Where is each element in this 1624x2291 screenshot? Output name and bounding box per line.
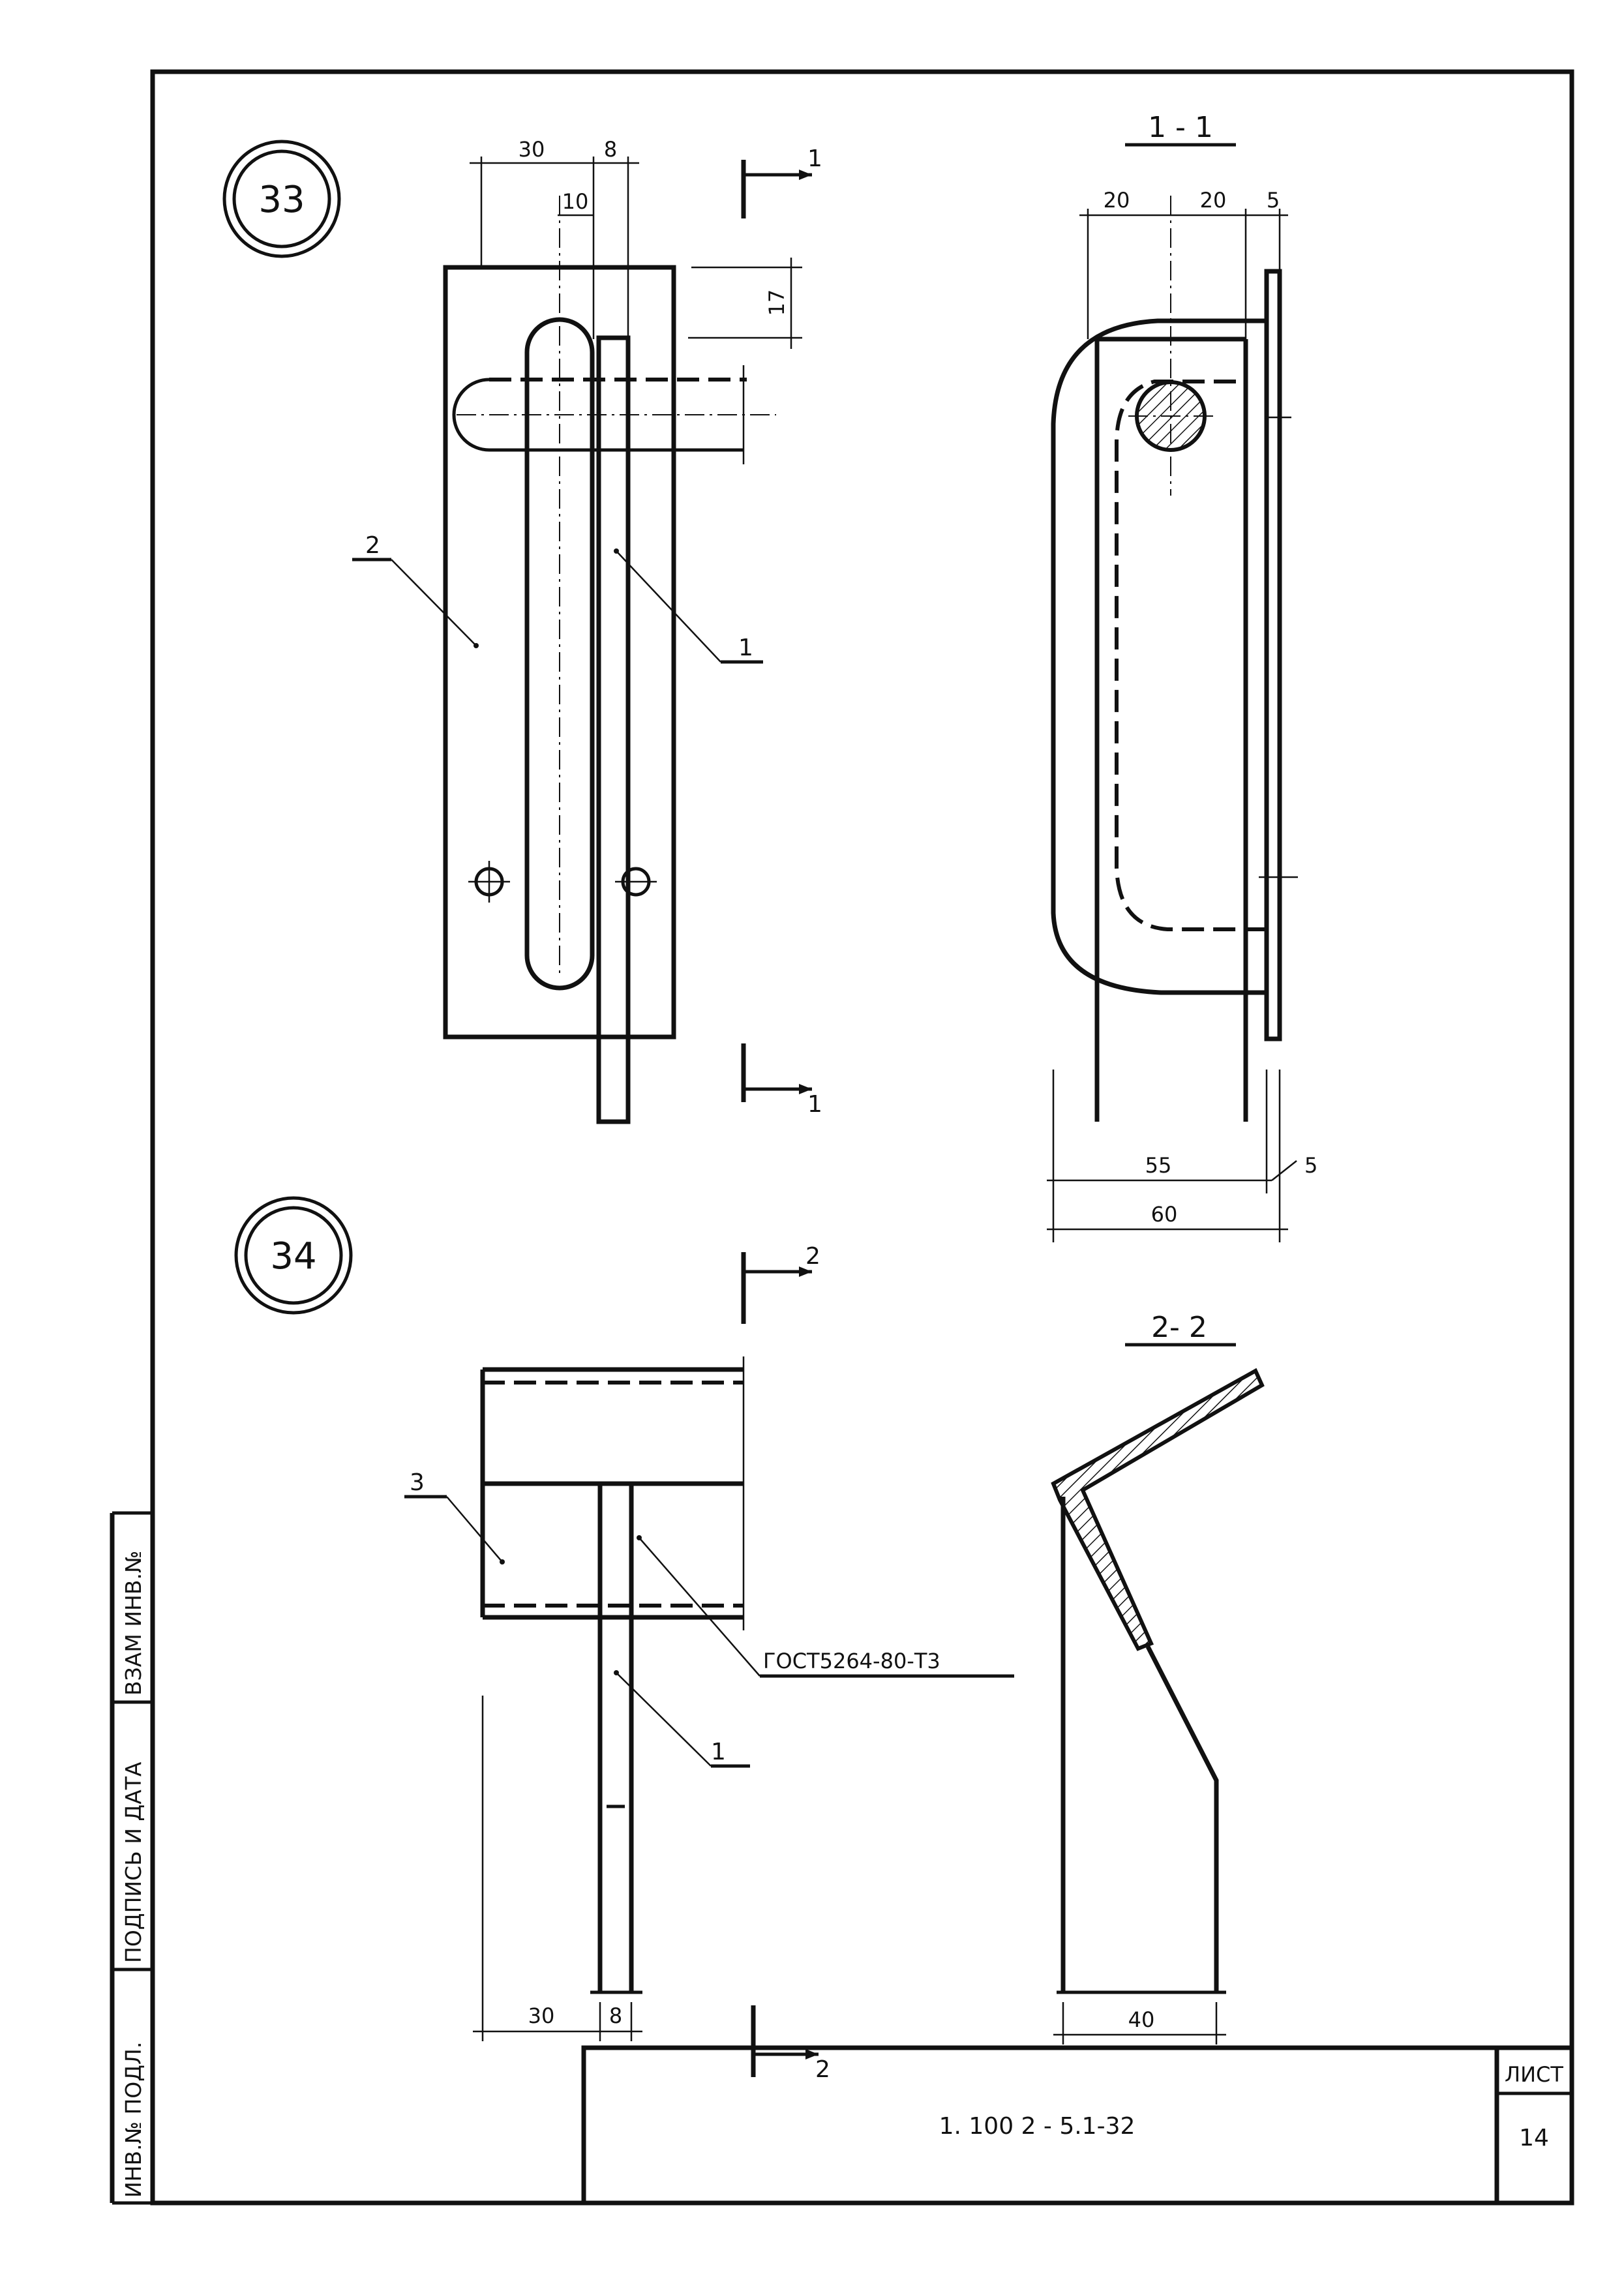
- svg-text:20: 20: [1104, 188, 1130, 213]
- section-2-2-title: 2- 2: [1151, 1311, 1207, 1344]
- detail-34-dimensions: 30 8: [473, 1696, 642, 2041]
- sheet-label: ЛИСТ: [1505, 2062, 1563, 2087]
- label-part-2: 2: [365, 532, 380, 559]
- bolt: [452, 365, 776, 464]
- section-mark-1-top: 1: [741, 145, 822, 218]
- detail-34: 34 3 1: [234, 1196, 1014, 2083]
- svg-text:1: 1: [807, 145, 822, 172]
- label-part-1-34: 1: [711, 1739, 726, 1765]
- detail-33-leaders: 2 1: [352, 532, 763, 664]
- drawing-frame: [110, 69, 1574, 2206]
- detail-33: 33 30 8: [222, 137, 822, 1124]
- svg-text:30: 30: [528, 2003, 555, 2028]
- side-stamp-vzam-inv: ВЗАМ ИНВ.№: [121, 1551, 146, 1696]
- mounting-holes: [468, 861, 657, 903]
- svg-text:30: 30: [519, 137, 545, 162]
- sheet-number: 14: [1519, 2125, 1549, 2151]
- svg-text:5: 5: [1304, 1153, 1317, 1178]
- svg-text:8: 8: [609, 2003, 622, 2028]
- section-1-1-title: 1 - 1: [1148, 111, 1213, 144]
- weld-callout: ГОСТ5264-80-Т3: [763, 1649, 940, 1673]
- detail-33-dimensions: 30 8 10 17: [470, 137, 802, 349]
- detail-number-33: 33: [222, 140, 341, 258]
- side-stamp-inv-podl: ИНВ.№ ПОДЛ.: [121, 2042, 146, 2198]
- slot: [524, 317, 595, 991]
- detail-number-34: 34: [234, 1196, 353, 1315]
- svg-text:34: 34: [270, 1235, 316, 1278]
- svg-text:20: 20: [1200, 188, 1227, 213]
- svg-text:10: 10: [562, 189, 589, 214]
- side-stamp: ИНВ.№ ПОДЛ. ПОДПИСЬ И ДАТА ВЗАМ ИНВ.№: [121, 1551, 146, 2198]
- document-code: 1. 100 2 - 5.1-32: [939, 2113, 1135, 2140]
- svg-text:33: 33: [258, 179, 305, 221]
- strip-part-1: [596, 335, 631, 1124]
- section-1-1: 1 - 1 20 20 5 55: [1047, 111, 1317, 1242]
- svg-text:40: 40: [1128, 2007, 1155, 2032]
- section-1-1-dimensions: 20 20 5 55 5 60: [1047, 188, 1317, 1242]
- section-2-2: 2- 2 40: [1051, 1311, 1265, 2044]
- svg-text:55: 55: [1145, 1153, 1172, 1178]
- label-part-3: 3: [410, 1469, 425, 1496]
- detail-34-leaders: 3 1 ГОСТ5264-80-Т3: [404, 1469, 1014, 1768]
- title-block: 1. 100 2 - 5.1-32 ЛИСТ 14: [939, 2062, 1564, 2151]
- section-2-2-dimensions: 40: [1053, 2002, 1226, 2044]
- section-mark-2-top: 2: [741, 1243, 820, 1324]
- angle-section-hatched: [1051, 1368, 1265, 1651]
- svg-text:1: 1: [807, 1091, 822, 1118]
- strip-profile: [1051, 318, 1267, 995]
- svg-text:5: 5: [1267, 188, 1280, 213]
- svg-text:8: 8: [604, 137, 617, 162]
- svg-text:17: 17: [764, 290, 789, 316]
- svg-text:2: 2: [815, 2056, 830, 2083]
- svg-text:2: 2: [805, 1243, 820, 1270]
- svg-text:60: 60: [1151, 1202, 1178, 1227]
- side-stamp-podpis-data: ПОДПИСЬ И ДАТА: [121, 1761, 146, 1963]
- angle-part-3: [480, 1356, 745, 1630]
- section-mark-2-bottom: 2: [751, 2005, 830, 2083]
- label-part-1: 1: [738, 635, 753, 661]
- strip-part-1-34: [590, 1484, 642, 1994]
- plate-profile: [1264, 269, 1282, 1041]
- section-mark-1-bottom: 1: [741, 1043, 822, 1118]
